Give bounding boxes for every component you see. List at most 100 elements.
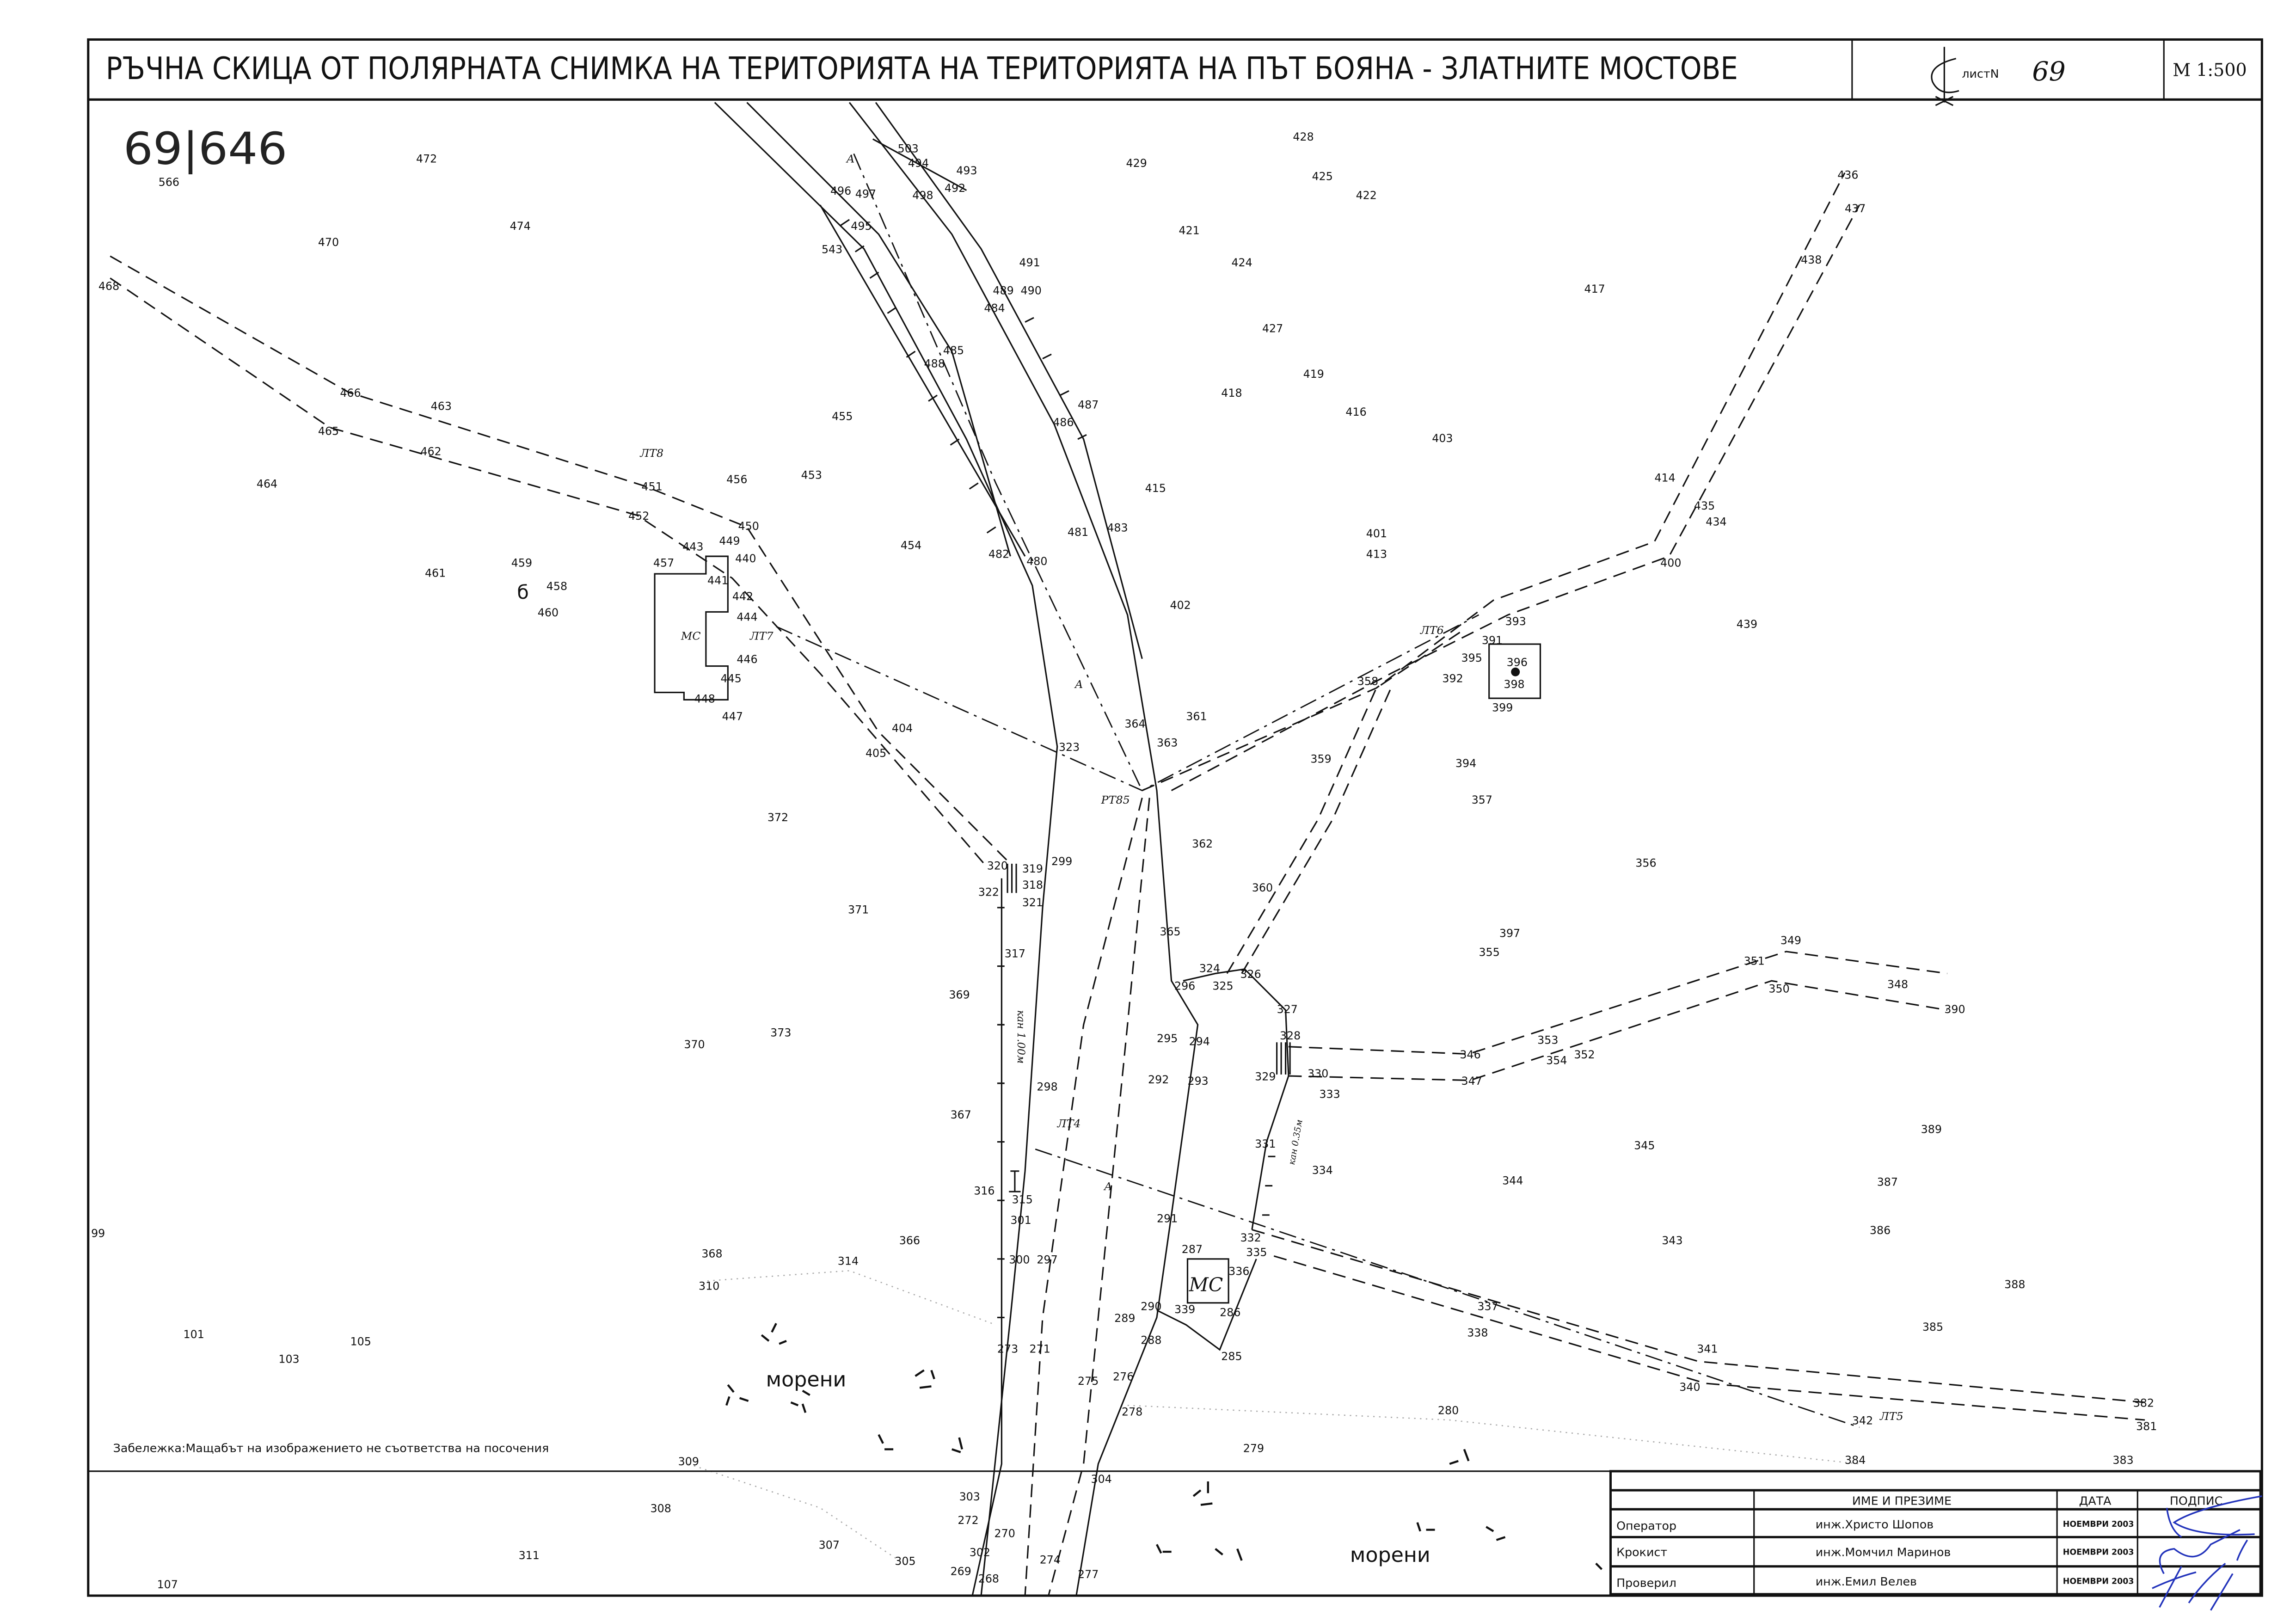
survey-point-label: 354 — [1546, 1054, 1567, 1067]
survey-point-label: 444 — [737, 610, 757, 623]
line-label-a: А — [846, 152, 855, 165]
survey-point-label: 427 — [1262, 322, 1283, 335]
survey-point-label: 333 — [1319, 1088, 1340, 1101]
line-label-a: А — [1074, 678, 1083, 691]
survey-point-label: 494 — [908, 157, 929, 170]
survey-point-label: 393 — [1505, 615, 1526, 628]
survey-point-label: 324 — [1199, 962, 1220, 975]
survey-point-label: 347 — [1461, 1075, 1482, 1087]
survey-point-label: 454 — [901, 539, 921, 552]
north-arrow-icon — [1931, 47, 1959, 106]
survey-point-label: 367 — [951, 1108, 971, 1121]
survey-point-label: 350 — [1768, 983, 1789, 995]
survey-point-label: 309 — [678, 1455, 699, 1468]
survey-point-label: 370 — [684, 1038, 705, 1051]
survey-point-label: 305 — [895, 1555, 915, 1568]
survey-point-label: 307 — [819, 1539, 840, 1552]
survey-point-label: 428 — [1293, 130, 1314, 143]
survey-point-label: 273 — [997, 1342, 1018, 1355]
survey-point-label: 320 — [987, 860, 1008, 872]
survey-point-label: 361 — [1186, 710, 1207, 723]
survey-point-label: 355 — [1479, 946, 1500, 958]
survey-point-label: 435 — [1694, 499, 1715, 512]
building-label-ms: МС — [681, 630, 700, 643]
survey-point-label: 445 — [721, 672, 742, 685]
survey-point-label: 357 — [1472, 793, 1492, 806]
survey-point-label: 417 — [1584, 283, 1605, 295]
survey-point-label: 101 — [184, 1328, 204, 1341]
survey-point-label: 295 — [1157, 1032, 1178, 1045]
survey-point-label: 268 — [978, 1573, 999, 1585]
survey-point-label: 338 — [1467, 1327, 1488, 1339]
survey-point-label: 345 — [1634, 1139, 1655, 1152]
survey-point-label: 446 — [737, 653, 757, 666]
survey-point-label: 291 — [1157, 1212, 1178, 1225]
terrain-label-moreni: морени — [766, 1368, 847, 1391]
survey-point-label: 329 — [1255, 1070, 1276, 1083]
survey-point-label: 325 — [1212, 979, 1233, 992]
survey-point-label: 394 — [1455, 757, 1476, 770]
survey-point-label: 437 — [1845, 202, 1866, 215]
survey-point-label: 452 — [628, 510, 649, 522]
well-icon — [1009, 1170, 1021, 1192]
survey-point-label: 448 — [694, 693, 715, 706]
survey-point-label: 389 — [1921, 1123, 1942, 1136]
label-b: б — [517, 581, 528, 603]
survey-point-label: 440 — [735, 552, 756, 565]
survey-point-label: 451 — [642, 480, 663, 493]
survey-point-label: 362 — [1192, 837, 1213, 850]
survey-point-label: 276 — [1113, 1370, 1134, 1383]
survey-point-label: 414 — [1654, 472, 1675, 485]
survey-point-label: 358 — [1357, 675, 1378, 688]
survey-point-label: 270 — [995, 1527, 1015, 1540]
survey-point-label: 336 — [1228, 1265, 1249, 1278]
survey-point-label: 468 — [98, 280, 119, 293]
survey-point-label: 278 — [1122, 1406, 1142, 1419]
handwritten-sheet-number: 69|646 — [123, 124, 288, 175]
survey-point-label: 103 — [278, 1353, 299, 1366]
survey-point-label: 398 — [1504, 678, 1524, 691]
survey-point-label: 334 — [1312, 1164, 1333, 1177]
survey-point-label: 359 — [1310, 753, 1331, 766]
survey-point-label: 466 — [340, 387, 361, 399]
moraine-symbols — [725, 1323, 1603, 1570]
survey-point-label: 107 — [157, 1578, 178, 1591]
survey-point-label: 368 — [701, 1247, 722, 1260]
survey-point-label: 317 — [1005, 947, 1025, 960]
survey-point-label: 401 — [1366, 527, 1387, 540]
survey-point-label: 396 — [1507, 656, 1528, 669]
survey-point-label: 453 — [801, 468, 822, 481]
survey-point-label: 271 — [1030, 1342, 1050, 1355]
survey-point-label: 470 — [318, 236, 339, 249]
survey-point-label: 404 — [892, 722, 913, 735]
survey-point-label: 422 — [1356, 189, 1377, 202]
survey-point-label: 397 — [1499, 927, 1520, 940]
building-label-ms: МС — [1189, 1273, 1223, 1296]
survey-point-label: 292 — [1148, 1073, 1169, 1086]
survey-point-label: 360 — [1252, 881, 1273, 894]
survey-point-label: 458 — [546, 580, 567, 593]
survey-point-label: 438 — [1801, 253, 1822, 266]
handwritten-signatures — [2152, 1495, 2262, 1611]
outer-frame — [87, 38, 2263, 1597]
role-checker: Проверил — [1616, 1576, 1676, 1590]
survey-point-label: 490 — [1021, 284, 1042, 297]
col-header-date: ДАТА — [2079, 1494, 2112, 1508]
survey-point-label: 381 — [2136, 1420, 2157, 1433]
station-label-lt6: ЛТ6 — [1420, 624, 1444, 637]
survey-point-label: 319 — [1022, 862, 1043, 875]
survey-point-label: 343 — [1662, 1234, 1682, 1247]
survey-point-label: 489 — [993, 284, 1013, 297]
survey-point-label: 400 — [1660, 556, 1681, 569]
survey-point-label: 340 — [1679, 1381, 1700, 1394]
survey-point-label: 492 — [945, 182, 965, 195]
survey-point-label: 385 — [1922, 1321, 1943, 1333]
role-sketcher: Крокист — [1616, 1545, 1667, 1559]
survey-point-label: 302 — [970, 1546, 990, 1559]
survey-point-label: 434 — [1706, 516, 1726, 528]
survey-point-label: 318 — [1022, 879, 1043, 891]
survey-point-label: 472 — [416, 152, 437, 165]
survey-point-label: 105 — [350, 1335, 371, 1348]
survey-point-label: 342 — [1852, 1414, 1873, 1427]
survey-point-label: 418 — [1221, 387, 1242, 399]
